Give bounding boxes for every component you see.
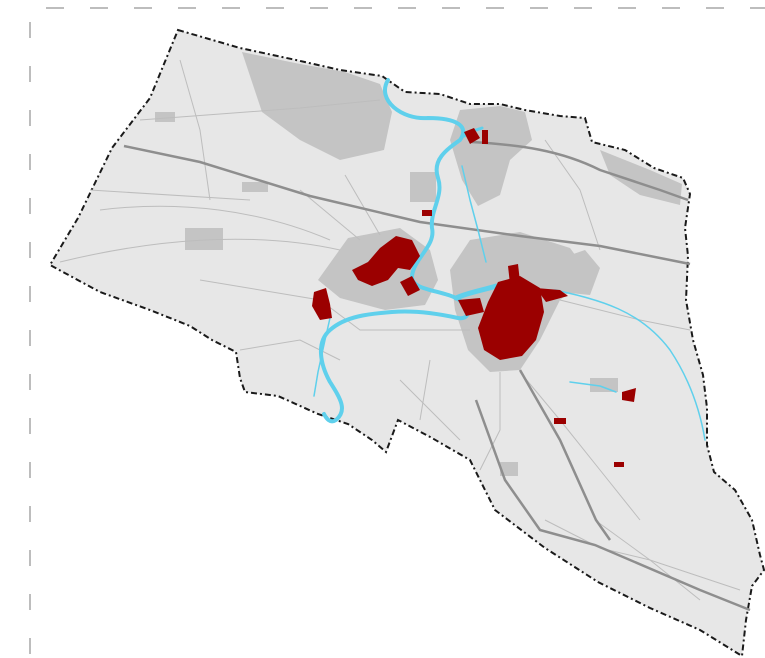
- highlight-north-plot: [422, 210, 432, 216]
- highlight-north-cluster: [464, 128, 480, 144]
- highlight-west-town-south: [400, 276, 420, 296]
- tributary-east: [554, 289, 706, 441]
- minor-road: [344, 174, 381, 236]
- highlight-center-west-arm: [458, 298, 484, 316]
- highlight-east-plot: [622, 388, 636, 402]
- minor-road: [419, 359, 431, 421]
- highlight-center-main: [478, 276, 544, 360]
- highlighted-urban-areas: [312, 128, 636, 467]
- minor-road: [139, 99, 381, 121]
- tributary-north: [461, 165, 487, 263]
- minor-roads: [59, 59, 741, 601]
- minor-road: [199, 279, 470, 331]
- highlight-southeast-plot: [614, 462, 624, 467]
- minor-road: [239, 339, 341, 361]
- minor-road: [559, 299, 691, 331]
- secondary-highway: [471, 140, 689, 202]
- tributary-southwest: [313, 317, 331, 397]
- highlight-north-small: [482, 130, 488, 144]
- minor-road: [544, 519, 741, 591]
- highlight-center-east-arm: [536, 288, 568, 302]
- urban-block-5: [500, 462, 518, 476]
- urban-block-6: [155, 112, 175, 122]
- major-roads: [123, 140, 751, 612]
- minor-road: [299, 189, 361, 241]
- minor-road: [544, 139, 601, 251]
- river-branch-east: [453, 283, 499, 301]
- highlight-west-town: [352, 236, 420, 286]
- rivers: [313, 78, 706, 441]
- minor-road: [519, 371, 641, 521]
- minor-road: [179, 59, 211, 201]
- urban-block-4: [590, 378, 618, 392]
- urban-block-1: [185, 228, 223, 250]
- highlight-south-plot: [554, 418, 566, 424]
- tributary-southeast: [569, 381, 617, 393]
- minor-road: [99, 205, 331, 241]
- urban-block-3: [410, 172, 436, 202]
- southern-road: [474, 399, 751, 612]
- highlight-west-edge: [312, 288, 332, 320]
- minor-road: [479, 372, 501, 471]
- minor-road: [89, 189, 251, 201]
- urban-block-2: [242, 182, 268, 192]
- minor-road: [59, 238, 341, 263]
- minor-road: [399, 379, 461, 441]
- main-highway: [123, 144, 691, 266]
- highlight-center-north: [508, 264, 520, 284]
- diagonal-road: [518, 369, 612, 541]
- urban-area-east-town: [550, 250, 600, 295]
